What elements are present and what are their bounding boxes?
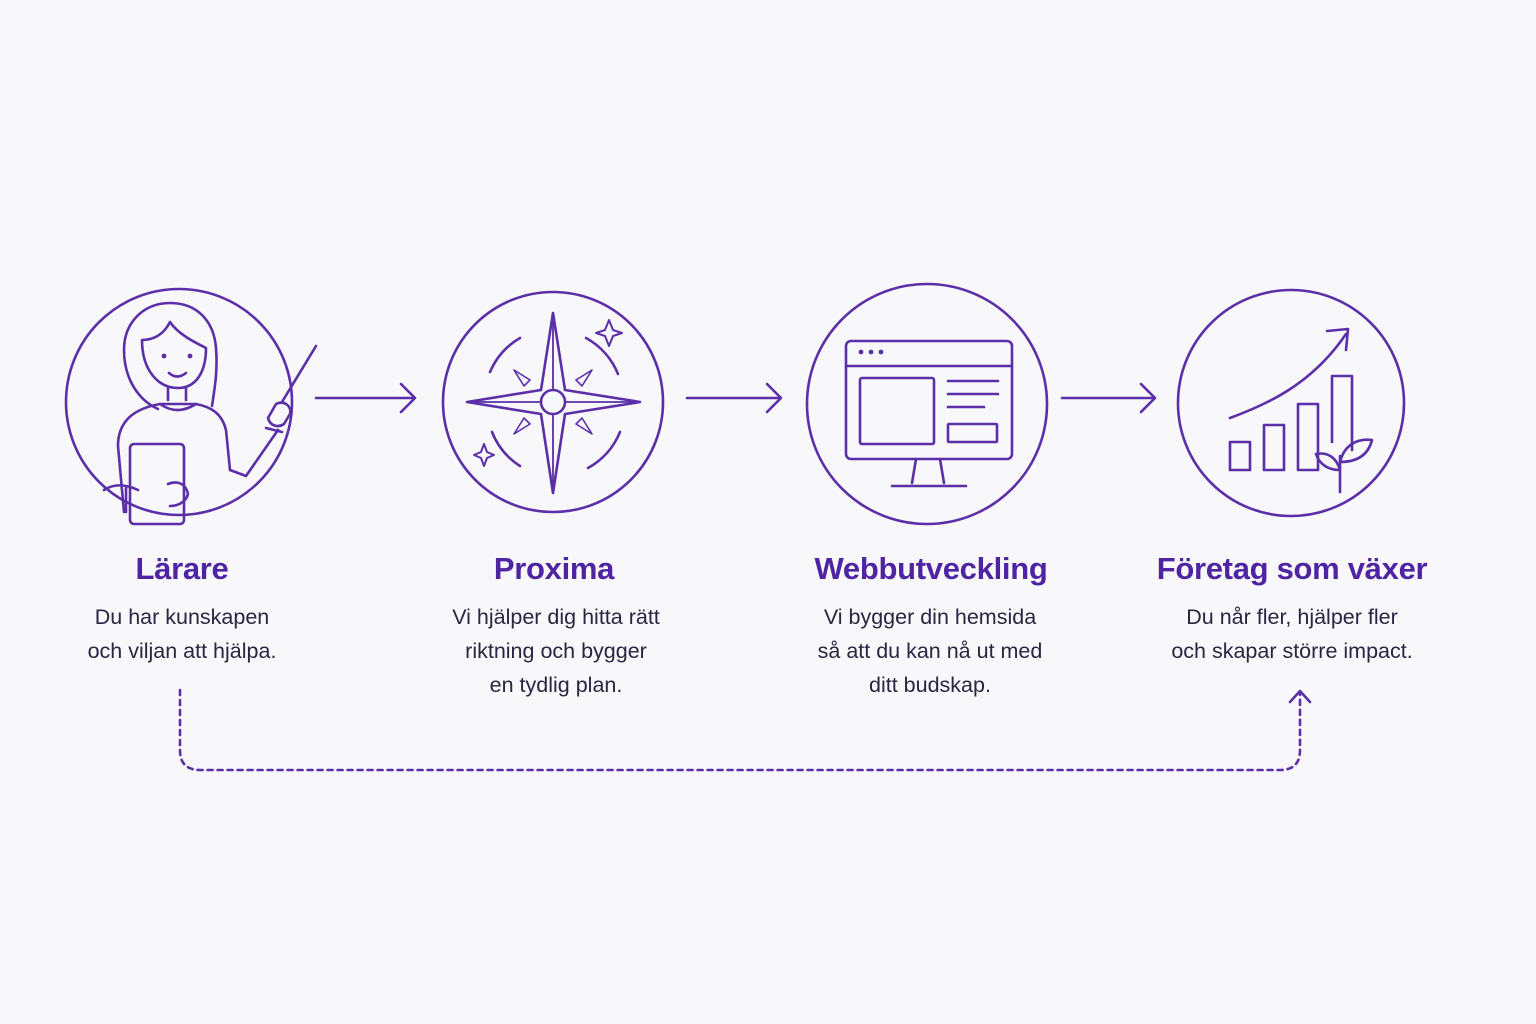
dashed-arrow-icon bbox=[178, 688, 1302, 772]
step-title-webbutveckling: Webbutveckling bbox=[814, 551, 1048, 586]
teacher-icon bbox=[64, 287, 318, 526]
step-description-proxima: Vi hjälper dig hitta rätt riktning och b… bbox=[386, 600, 726, 702]
arrow-right-icon bbox=[685, 382, 783, 414]
description-line: och viljan att hjälpa. bbox=[87, 639, 277, 663]
description-line: och skapar större impact. bbox=[1171, 639, 1413, 663]
arrow-right-icon bbox=[1060, 382, 1157, 414]
step-description-foretag-som-vaxer: Du når fler, hjälper fler och skapar stö… bbox=[1122, 600, 1462, 668]
step-title-foretag-som-vaxer: Företag som växer bbox=[1156, 551, 1428, 586]
step-description-webbutveckling: Vi bygger din hemsida så att du kan nå u… bbox=[760, 600, 1100, 702]
description-line: en tydlig plan. bbox=[489, 673, 623, 697]
step-description-larare: Du har kunskapen och viljan att hjälpa. bbox=[12, 600, 352, 668]
description-line: Vi bygger din hemsida bbox=[823, 605, 1037, 629]
monitor-icon bbox=[805, 282, 1049, 526]
step-title-larare: Lärare bbox=[135, 551, 229, 586]
description-line: Du har kunskapen bbox=[94, 605, 270, 629]
description-line: Vi hjälper dig hitta rätt bbox=[452, 605, 660, 629]
growth-chart-icon bbox=[1176, 288, 1406, 518]
description-line: Du når fler, hjälper fler bbox=[1186, 605, 1398, 629]
step-title-proxima: Proxima bbox=[493, 551, 615, 586]
arrow-right-icon bbox=[314, 382, 417, 414]
description-line: så att du kan nå ut med bbox=[817, 639, 1043, 663]
description-line: riktning och bygger bbox=[465, 639, 647, 663]
description-line: ditt budskap. bbox=[869, 673, 991, 697]
compass-icon bbox=[441, 290, 665, 514]
